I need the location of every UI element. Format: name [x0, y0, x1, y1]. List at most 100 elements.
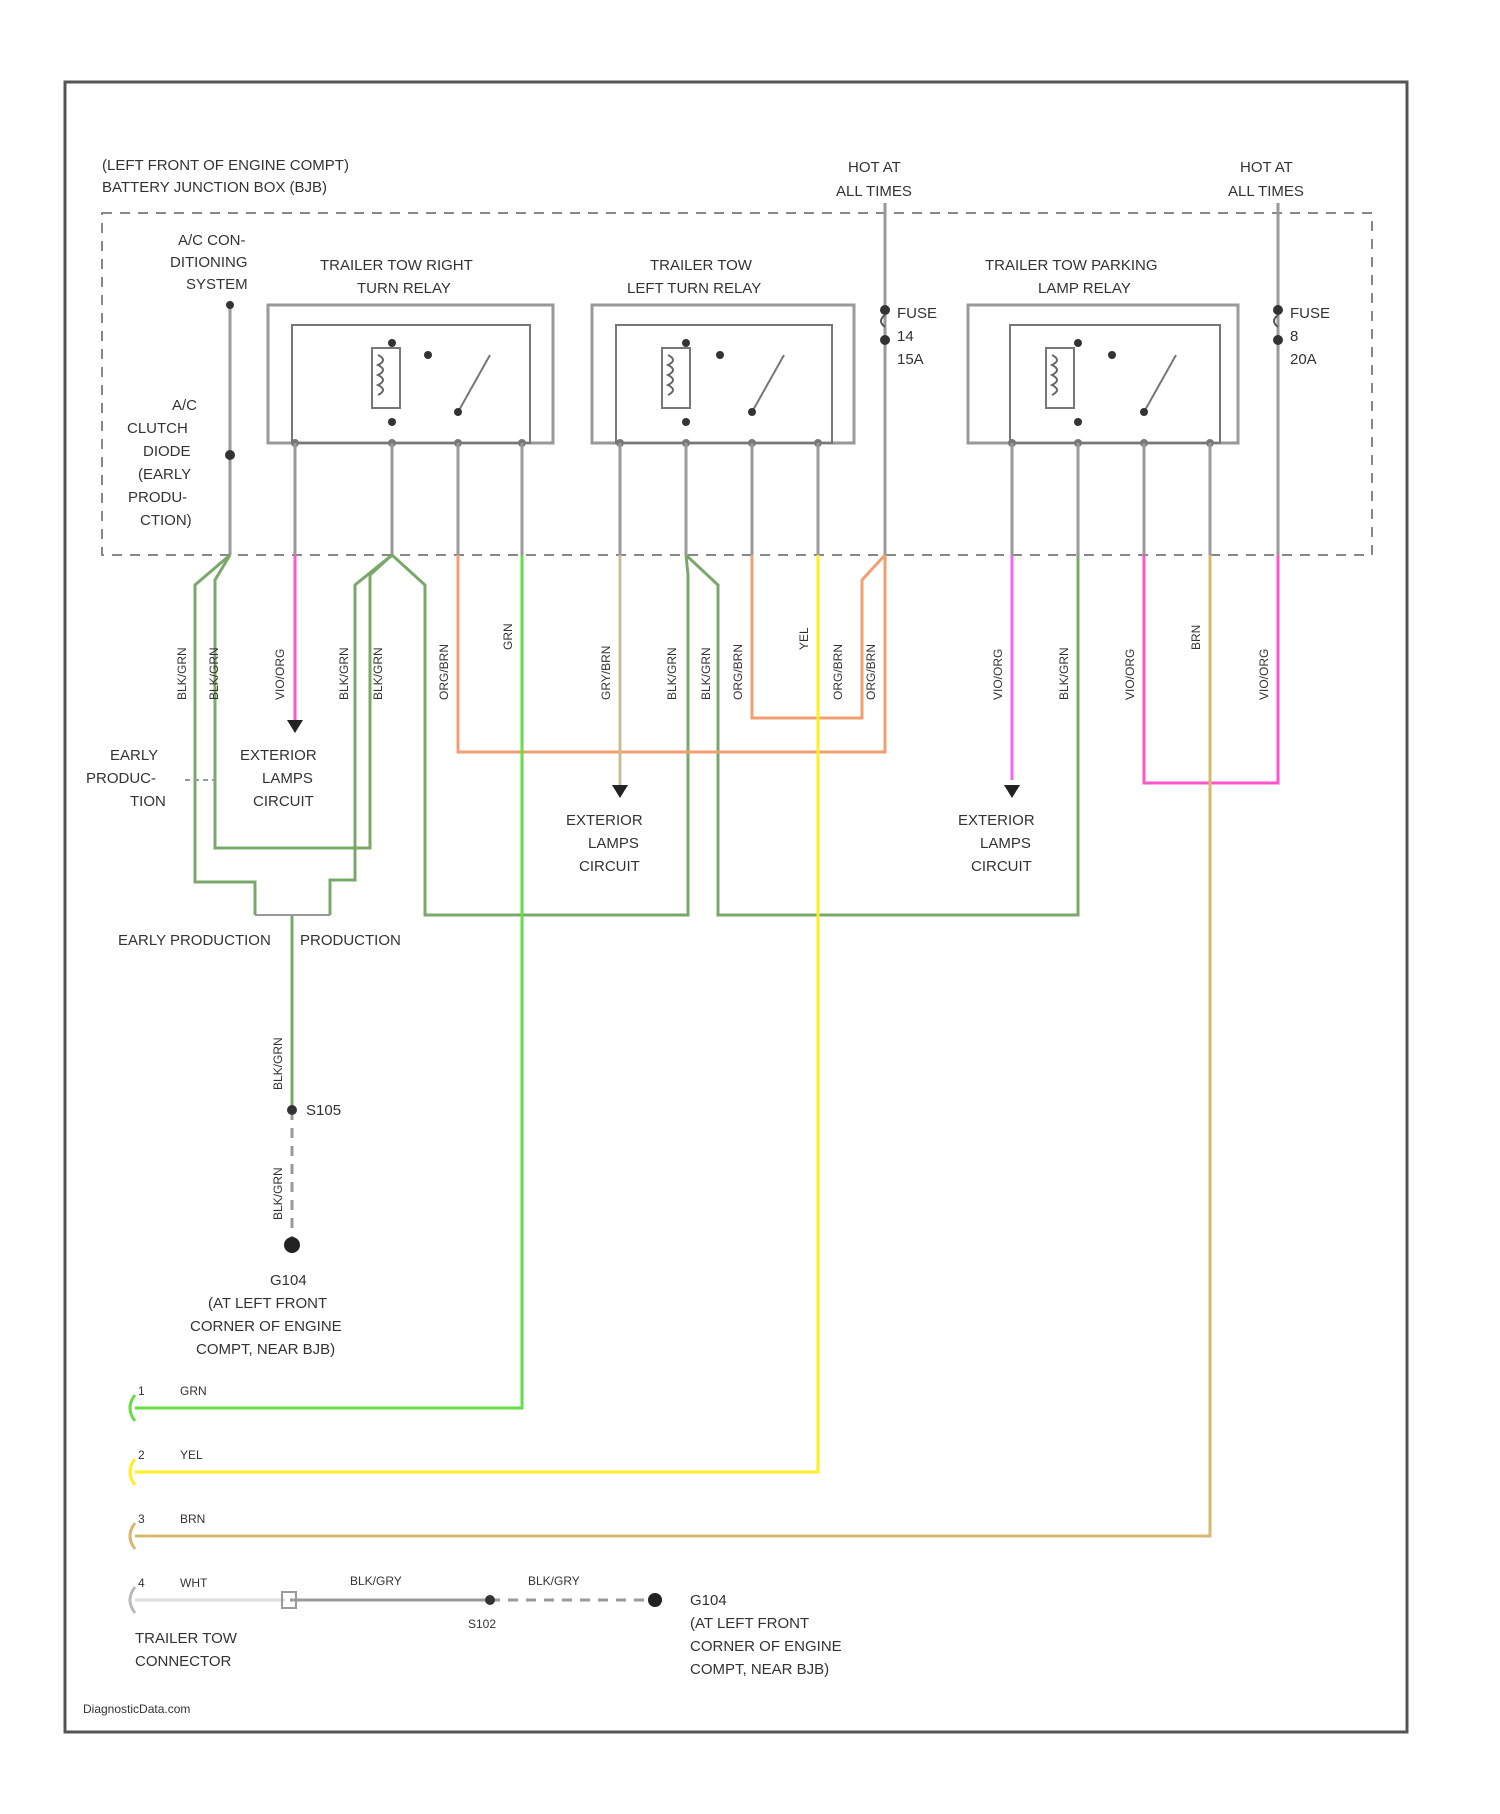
relay-left-turn-coil — [662, 348, 690, 408]
ac-system-line3: SYSTEM — [186, 276, 248, 293]
relay-left-turn-dot2 — [682, 418, 690, 426]
wire-label-5: BLK/GRN — [371, 647, 385, 700]
pin4-wire-b-label: BLK/GRY — [528, 1574, 580, 1588]
green-loop-right — [330, 555, 392, 915]
connector-pin-3-number: 3 — [138, 1512, 145, 1526]
splice-wire-bottom-label: BLK/GRN — [271, 1167, 285, 1220]
wire-label-8: GRY/BRN — [599, 646, 613, 700]
connector-pin-2-number: 2 — [138, 1448, 145, 1462]
connector-label-line1: TRAILER TOW — [135, 1630, 238, 1647]
ground-2-line3: CORNER OF ENGINE — [690, 1638, 842, 1655]
colored-wires — [135, 555, 1278, 1600]
production-split-left: EARLY PRODUCTION — [118, 932, 271, 949]
ext-lamps-2-arrow — [612, 785, 628, 798]
relay-left-turn-name-line1: TRAILER TOW — [650, 257, 753, 274]
wire-label-17: VIO/ORG — [1123, 649, 1137, 700]
relay-right-turn-dot4 — [454, 408, 462, 416]
connector-pin-2-color: YEL — [180, 1448, 203, 1462]
clutch-diode-line4: (EARLY — [138, 466, 191, 483]
ground-2-line4: COMPT, NEAR BJB) — [690, 1661, 829, 1678]
fuse2-bottom-dot — [1273, 335, 1283, 345]
ground-1-line3: CORNER OF ENGINE — [190, 1318, 342, 1335]
clutch-diode-dot — [225, 450, 235, 460]
wire-label-2: BLK/GRN — [207, 647, 221, 700]
junction-box-label-line2: BATTERY JUNCTION BOX (BJB) — [102, 179, 327, 196]
relay-left-turn-dot1 — [682, 339, 690, 347]
splice-label: S105 — [306, 1102, 341, 1119]
ac-system-line1: A/C CON- — [178, 232, 246, 249]
wire-label-1: BLK/GRN — [175, 647, 189, 700]
ext-lamps-1-line2: LAMPS — [262, 770, 313, 787]
connector-pin-4-symbol — [130, 1587, 135, 1613]
fuse1-bottom-dot — [880, 335, 890, 345]
ac-system-dot — [226, 301, 234, 309]
relay-parking-lamp-dot1 — [1074, 339, 1082, 347]
relay-parking-lamp-dot2 — [1074, 418, 1082, 426]
wire-label-15: VIO/ORG — [991, 649, 1005, 700]
hot-at-all-times-1-line2: ALL TIMES — [836, 183, 912, 200]
relay-left-turn-coil-winding — [668, 355, 673, 395]
ext-lamps-3-line3: CIRCUIT — [971, 858, 1032, 875]
clutch-diode-line2: CLUTCH — [127, 420, 188, 437]
ground-2-line2: (AT LEFT FRONT — [690, 1615, 809, 1632]
connector-pin-1-symbol — [130, 1395, 135, 1421]
connector-pin-2-symbol — [130, 1459, 135, 1485]
ext-lamps-3-line1: EXTERIOR — [958, 812, 1035, 829]
clutch-diode-line5: PRODU- — [128, 489, 187, 506]
relay-parking-lamp-dot4 — [1140, 408, 1148, 416]
bright-green-wire — [135, 555, 522, 1408]
early-production-line3: TION — [130, 793, 166, 810]
wire-label-9: BLK/GRN — [665, 647, 679, 700]
green-loop-left — [195, 555, 255, 915]
ground-2-line1: G104 — [690, 1592, 727, 1609]
watermark: DiagnosticData.com — [83, 1702, 190, 1716]
relay-right-turn-coil — [372, 348, 400, 408]
clutch-diode-line1: A/C — [172, 397, 197, 414]
fuse1-number: 14 — [897, 328, 914, 345]
relay-parking-lamp: TRAILER TOW PARKING LAMP RELAY — [968, 257, 1238, 447]
ext-lamps-1-arrow — [287, 720, 303, 733]
relay-left-turn-inner — [616, 325, 832, 443]
hot-at-all-times-2-line1: HOT AT — [1240, 159, 1293, 176]
ext-lamps-1-line1: EXTERIOR — [240, 747, 317, 764]
relay-right-turn-dot1 — [388, 339, 396, 347]
wire-label-14: ORG/BRN — [864, 644, 878, 700]
ground-1-symbol — [284, 1237, 300, 1253]
fuse1-top-dot — [880, 305, 890, 315]
wire-label-6: ORG/BRN — [437, 644, 451, 700]
fuse2-label: FUSE — [1290, 305, 1330, 322]
fuse2-rating: 20A — [1290, 351, 1317, 368]
ext-lamps-2-line2: LAMPS — [588, 835, 639, 852]
clutch-diode-line3: DIODE — [143, 443, 191, 460]
relay-left-turn-switch — [752, 355, 784, 412]
production-split-right: PRODUCTION — [300, 932, 401, 949]
pin4-splice-dot — [485, 1595, 495, 1605]
relay-right-turn-inner — [292, 325, 530, 443]
clutch-diode-line6: CTION) — [140, 512, 192, 529]
splice-wire-top-label: BLK/GRN — [271, 1037, 285, 1090]
fuse2-top-dot — [1273, 305, 1283, 315]
ground-1-line2: (AT LEFT FRONT — [208, 1295, 327, 1312]
pin4-splice-label: S102 — [468, 1617, 496, 1631]
relay-left-turn: TRAILER TOW LEFT TURN RELAY — [592, 257, 854, 447]
connector-label-line2: CONNECTOR — [135, 1653, 232, 1670]
wire-label-3: VIO/ORG — [273, 649, 287, 700]
relay-parking-lamp-dot3 — [1108, 351, 1116, 359]
wire-label-13: ORG/BRN — [831, 644, 845, 700]
relay-left-turn-dot3 — [716, 351, 724, 359]
diagram-frame — [65, 82, 1407, 1732]
green-relay2 — [392, 555, 688, 915]
junction-box-label-line1: (LEFT FRONT OF ENGINE COMPT) — [102, 157, 349, 174]
connector-pin-1-number: 1 — [138, 1384, 145, 1398]
fuse1-label: FUSE — [897, 305, 937, 322]
ground-2-symbol — [648, 1593, 662, 1607]
connector-pin-3-symbol — [130, 1523, 135, 1549]
relay-parking-lamp-inner — [1010, 325, 1220, 443]
ground-1-line4: COMPT, NEAR BJB) — [196, 1341, 335, 1358]
wire-label-10: BLK/GRN — [699, 647, 713, 700]
relay-right-turn-switch — [458, 355, 490, 412]
relay-left-turn-name-line2: LEFT TURN RELAY — [627, 280, 761, 297]
connector-pin-4-color: WHT — [180, 1576, 208, 1590]
trailer-tow-connector: 1 GRN 2 YEL 3 BRN 4 WHT — [130, 1384, 296, 1613]
